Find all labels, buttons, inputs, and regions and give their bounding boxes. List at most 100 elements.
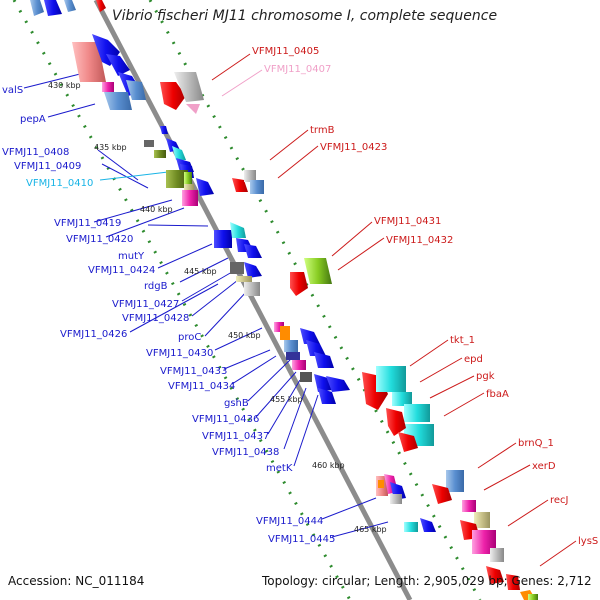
gene-feature [304,258,332,284]
gene-label-proC[interactable]: proC [178,332,201,343]
gene-feature [186,104,200,114]
gene-label-rdgB[interactable]: rdgB [144,281,168,292]
gene-label-VFMJ11_0433[interactable]: VFMJ11_0433 [160,366,227,377]
gene-feature [376,366,406,392]
gene-feature [244,244,262,258]
gene-label-VFMJ11_0430[interactable]: VFMJ11_0430 [146,348,213,359]
gene-feature [230,262,244,274]
gene-feature [318,388,336,404]
tick-label-460: 460 kbp [312,461,345,470]
gene-feature [160,82,186,110]
gene-label-VFMJ11_0408[interactable]: VFMJ11_0408 [2,147,69,158]
gene-feature [420,518,436,532]
gene-label-fbaA[interactable]: fbaA [486,389,509,400]
gene-feature [196,178,214,196]
gene-feature [390,494,402,504]
gene-feature [64,0,76,12]
gene-label-VFMJ11_0410[interactable]: VFMJ11_0410 [26,178,93,189]
gene-label-VFMJ11_0405[interactable]: VFMJ11_0405 [252,46,319,57]
gene-feature [392,392,412,406]
gene-label-VFMJ11_0420[interactable]: VFMJ11_0420 [66,234,133,245]
gene-feature [184,172,192,186]
gene-feature [214,230,232,248]
gene-feature [274,322,284,332]
accession-text: Accession: NC_011184 [8,574,145,588]
gene-label-VFMJ11_0409[interactable]: VFMJ11_0409 [14,161,81,172]
leader-line-0407 [221,69,263,97]
gene-label-brnQ_1[interactable]: brnQ_1 [518,438,554,449]
gene-label-VFMJ11_0432[interactable]: VFMJ11_0432 [386,235,453,246]
tick-labels: 430 kbp 435 kbp 440 kbp 445 kbp 450 kbp … [48,81,387,534]
gene-feature [244,262,262,278]
gene-feature [184,184,194,190]
gene-feature [462,500,476,512]
gene-feature [244,170,256,182]
gene-feature [236,276,252,282]
gene-label-VFMJ11_0427[interactable]: VFMJ11_0427 [112,299,179,310]
gene-feature [244,282,260,296]
gene-feature [174,72,204,102]
gene-label-VFMJ11_0428[interactable]: VFMJ11_0428 [122,313,189,324]
gene-label-VFMJ11_0438[interactable]: VFMJ11_0438 [212,447,279,458]
tick-label-440: 440 kbp [140,205,173,214]
gene-label-VFMJ11_0444[interactable]: VFMJ11_0444 [256,516,323,527]
tick-label-450: 450 kbp [228,331,261,340]
gene-label-VFMJ11_0434[interactable]: VFMJ11_0434 [168,381,235,392]
gene-label-VFMJ11_0426[interactable]: VFMJ11_0426 [60,329,127,340]
gene-feature [230,222,246,238]
valS-gene [72,42,106,82]
gene-label-lysS[interactable]: lysS [578,536,598,547]
gene-feature [44,0,62,16]
gene-feature [166,170,188,188]
tick-label-430: 430 kbp [48,81,81,90]
gene-feature [286,352,300,360]
gene-feature [290,272,308,296]
gene-label-pgk[interactable]: pgk [476,371,495,382]
gene-feature [446,470,464,492]
gene-feature [106,54,130,76]
gene-feature [126,80,146,100]
gene-label-VFMJ11_0419[interactable]: VFMJ11_0419 [54,218,121,229]
gene-label-VFMJ11_0423[interactable]: VFMJ11_0423 [320,142,387,153]
gene-feature [306,340,326,356]
gene-feature [404,404,430,422]
gene-feature [280,326,290,340]
gene-feature [528,594,538,600]
gene-label-VFMJ11_0424[interactable]: VFMJ11_0424 [88,265,155,276]
gene-label-VFMJ11_0445[interactable]: VFMJ11_0445 [268,534,335,545]
gene-label-metK[interactable]: metK [266,463,293,474]
gene-feature [30,0,44,16]
leader-line-0410 [99,171,169,181]
gene-label-gshB[interactable]: gshB [224,398,249,409]
gene-label-xerD[interactable]: xerD [532,461,556,472]
gene-label-trmB[interactable]: trmB [310,125,335,136]
gene-label-VFMJ11_0437[interactable]: VFMJ11_0437 [202,431,269,442]
map-title: Vibrio fischeri MJ11 chromosome I, compl… [112,8,498,24]
gene-label-tkt_1[interactable]: tkt_1 [450,335,475,346]
gene-feature [144,140,154,147]
gene-feature [404,522,418,532]
gene-feature [182,190,198,206]
gene-feature [250,180,264,194]
tick-label-465: 465 kbp [354,525,387,534]
chromosome-backbone [93,0,413,600]
tick-label-445: 445 kbp [184,267,217,276]
gene-label-VFMJ11_0436[interactable]: VFMJ11_0436 [192,414,259,425]
gene-label-mutY[interactable]: mutY [118,251,145,262]
gene-label-epd[interactable]: epd [464,354,483,365]
gene-feature [486,566,504,584]
pepA-gene [104,92,132,110]
gene-label-recJ[interactable]: recJ [550,495,569,506]
gene-label-valS[interactable]: valS [2,85,23,96]
gene-feature [284,340,298,352]
gene-feature [160,126,168,134]
gene-feature [300,372,312,382]
left-strand-features [30,0,436,532]
gene-feature [326,376,350,392]
gene-feature [102,82,114,92]
gene-label-pepA[interactable]: pepA [20,114,46,125]
gene-label-VFMJ11_0407[interactable]: VFMJ11_0407 [264,64,331,75]
gene-label-VFMJ11_0431[interactable]: VFMJ11_0431 [374,216,441,227]
gene-feature [398,432,418,452]
